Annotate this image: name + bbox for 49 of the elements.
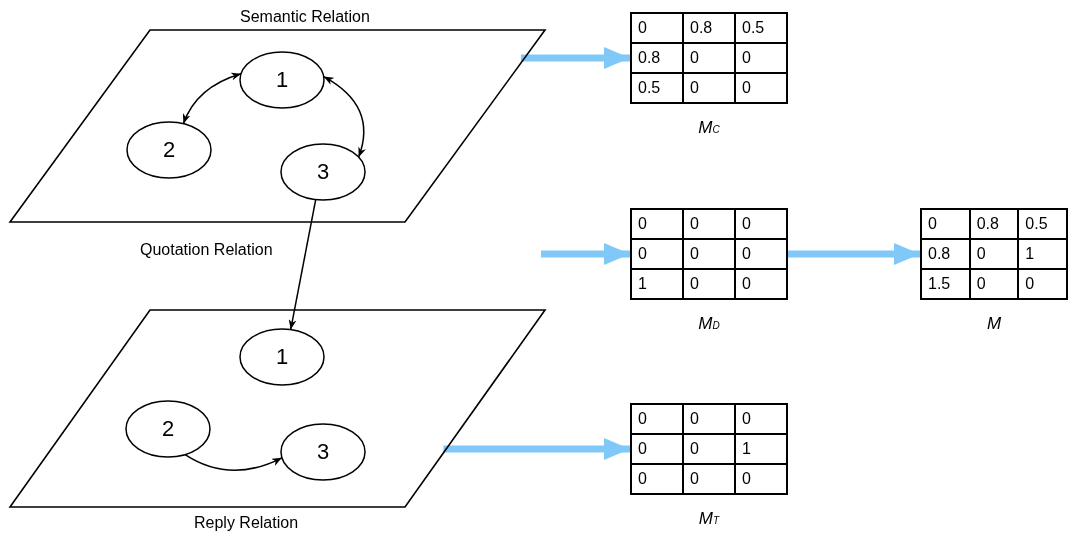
matrix-cell: 0 bbox=[735, 464, 787, 494]
matrix-cell: 0 bbox=[683, 73, 735, 103]
plane-title: Semantic Relation bbox=[240, 8, 370, 26]
matrix-cell: 0 bbox=[735, 209, 787, 239]
matrix-cell: 0 bbox=[683, 464, 735, 494]
matrix-cell: 0 bbox=[735, 43, 787, 73]
matrix-cell: 0.5 bbox=[1018, 209, 1067, 239]
matrix-cell: 0 bbox=[683, 269, 735, 299]
node-number: 3 bbox=[315, 160, 331, 184]
matrix-cell: 0 bbox=[735, 239, 787, 269]
matrix-cell: 0 bbox=[735, 404, 787, 434]
node-number: 3 bbox=[315, 440, 331, 464]
matrix-cell: 0 bbox=[683, 209, 735, 239]
matrix-cell: 0 bbox=[631, 209, 683, 239]
matrix-cell: 0 bbox=[969, 239, 1019, 269]
node-number: 2 bbox=[161, 138, 177, 162]
matrix-cell: 0 bbox=[735, 269, 787, 299]
matrix-cell: 0 bbox=[683, 404, 735, 434]
node-number: 1 bbox=[274, 68, 290, 92]
matrix-cell: 0 bbox=[631, 13, 683, 43]
matrix-cell: 0.8 bbox=[969, 209, 1019, 239]
arrow bbox=[288, 198, 317, 331]
matrix-cell: 0.8 bbox=[921, 239, 970, 269]
matrix-cell: 0 bbox=[631, 434, 683, 464]
matrix-cell: 0 bbox=[631, 464, 683, 494]
matrix-cell: 0.5 bbox=[735, 13, 787, 43]
matrix-cell: 0 bbox=[683, 43, 735, 73]
matrix-cell: 0 bbox=[631, 404, 683, 434]
matrix-label: M bbox=[985, 314, 1003, 334]
matrix-cell: 0.5 bbox=[631, 73, 683, 103]
matrix-cell: 0.8 bbox=[683, 13, 735, 43]
plane-title: Reply Relation bbox=[194, 514, 299, 532]
node-number: 2 bbox=[160, 417, 176, 441]
node-number: 1 bbox=[274, 345, 290, 369]
matrix-cell: 0 bbox=[921, 209, 970, 239]
matrix-cell: 1 bbox=[735, 434, 787, 464]
arrow bbox=[184, 453, 283, 471]
matrix-cell: 1 bbox=[1018, 239, 1067, 269]
arrow bbox=[182, 72, 242, 125]
matrix-cell: 1.5 bbox=[921, 269, 970, 299]
matrix-cell: 0 bbox=[683, 239, 735, 269]
matrix-cell: 0 bbox=[969, 269, 1019, 299]
matrix-cell: 0 bbox=[735, 73, 787, 103]
matrix-cell: 0 bbox=[683, 434, 735, 464]
edge-label: Quotation Relation bbox=[140, 241, 273, 259]
matrix-cell: 0.8 bbox=[631, 43, 683, 73]
matrix-cell: 1 bbox=[631, 269, 683, 299]
matrix-cell: 0 bbox=[1018, 269, 1067, 299]
matrix-cell: 0 bbox=[631, 239, 683, 269]
